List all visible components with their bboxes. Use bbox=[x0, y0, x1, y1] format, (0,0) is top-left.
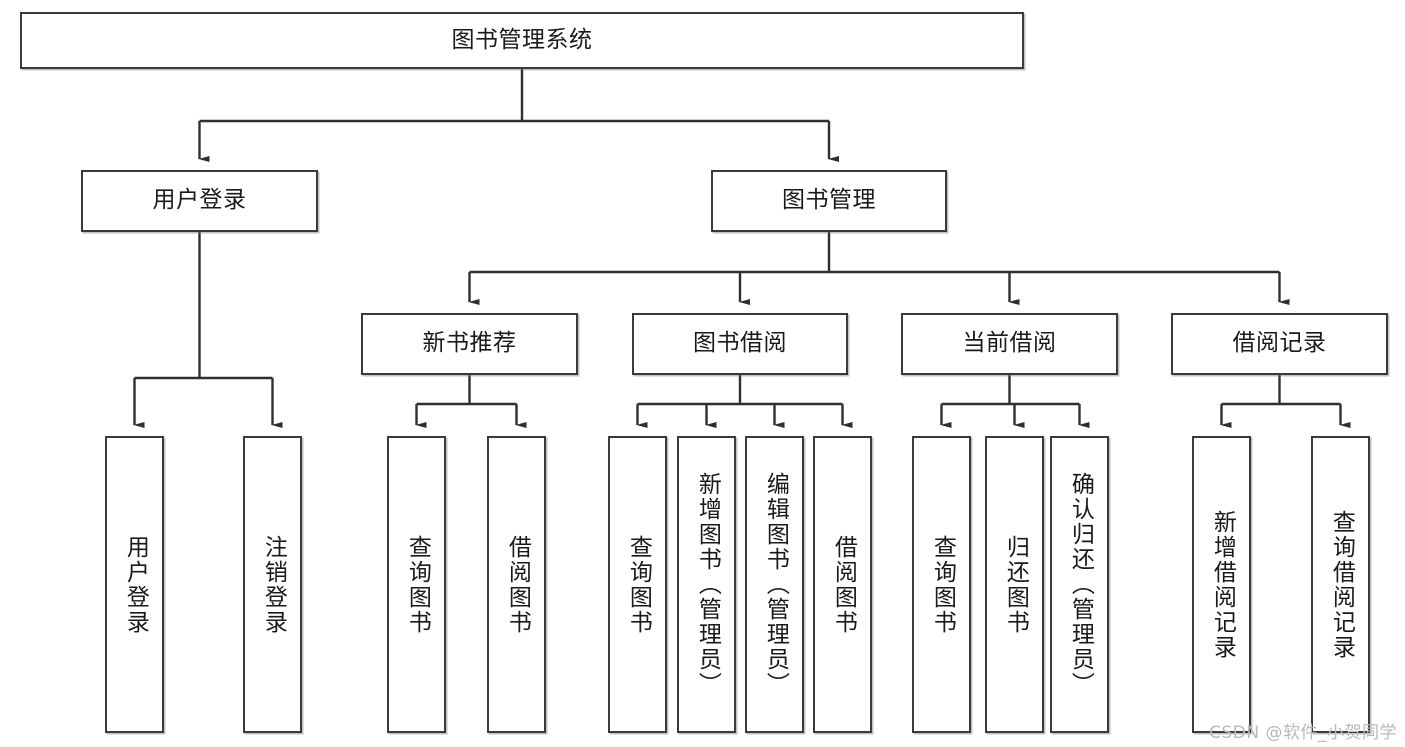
leaf-borrow-book[interactable]: 借阅图书 bbox=[813, 436, 872, 733]
leaf-query-book-borrow[interactable]: 查询图书 bbox=[608, 436, 667, 733]
leaf-return-book[interactable]: 归还图书 bbox=[985, 436, 1044, 733]
leaf-query-book-current[interactable]: 查询图书 bbox=[912, 436, 971, 733]
watermark: CSDN @软件_小贺同学 bbox=[1209, 723, 1397, 743]
node-book-management[interactable]: 图书管理 bbox=[711, 170, 947, 232]
leaf-query-borrow-record[interactable]: 查询借阅记录 bbox=[1311, 436, 1370, 733]
leaf-borrow-book-recommend[interactable]: 借阅图书 bbox=[487, 436, 546, 733]
leaf-add-book-admin[interactable]: 新增图书（管理员） bbox=[677, 436, 736, 733]
node-label: 归还图书 bbox=[1002, 534, 1029, 635]
node-label: 新书推荐 bbox=[422, 330, 517, 357]
leaf-edit-book-admin[interactable]: 编辑图书（管理员） bbox=[745, 436, 804, 733]
node-label: 图书管理系统 bbox=[451, 26, 593, 53]
node-label: 新增借阅记录 bbox=[1209, 509, 1236, 660]
node-label: 借阅图书 bbox=[504, 534, 531, 635]
leaf-user-login[interactable]: 用户登录 bbox=[105, 436, 164, 733]
node-label: 查询图书 bbox=[625, 534, 652, 635]
node-label: 查询图书 bbox=[404, 534, 431, 635]
node-label: 查询图书 bbox=[929, 534, 956, 635]
node-borrow-record[interactable]: 借阅记录 bbox=[1171, 313, 1388, 375]
node-label: 注销登录 bbox=[260, 534, 287, 635]
node-user-login[interactable]: 用户登录 bbox=[81, 170, 318, 232]
node-label: 借阅图书 bbox=[830, 534, 857, 635]
node-label: 查询借阅记录 bbox=[1328, 509, 1355, 660]
node-label: 新增图书（管理员） bbox=[694, 472, 721, 697]
node-label: 用户登录 bbox=[152, 187, 247, 214]
leaf-query-book-recommend[interactable]: 查询图书 bbox=[387, 436, 446, 733]
node-root[interactable]: 图书管理系统 bbox=[20, 12, 1024, 69]
leaf-confirm-return-admin[interactable]: 确认归还（管理员） bbox=[1050, 436, 1109, 733]
leaf-logout[interactable]: 注销登录 bbox=[243, 436, 302, 733]
node-label: 当前借阅 bbox=[962, 330, 1057, 357]
node-current-borrow[interactable]: 当前借阅 bbox=[901, 313, 1118, 375]
leaf-add-borrow-record[interactable]: 新增借阅记录 bbox=[1192, 436, 1251, 733]
node-book-borrow[interactable]: 图书借阅 bbox=[632, 313, 848, 375]
node-label: 图书借阅 bbox=[693, 330, 787, 357]
node-label: 用户登录 bbox=[122, 534, 149, 635]
node-label: 借阅记录 bbox=[1232, 330, 1327, 357]
node-label: 确认归还（管理员） bbox=[1067, 472, 1094, 697]
node-new-book-recommend[interactable]: 新书推荐 bbox=[361, 313, 578, 375]
node-label: 图书管理 bbox=[782, 187, 876, 214]
node-label: 编辑图书（管理员） bbox=[762, 472, 789, 697]
